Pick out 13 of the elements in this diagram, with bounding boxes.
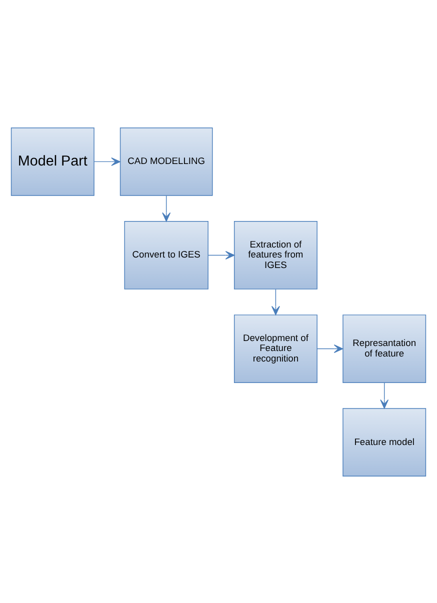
node-box: Feature model xyxy=(342,408,426,476)
node-box: Development of Feature recognition xyxy=(234,314,318,382)
node-box: Represantation of feature xyxy=(342,314,426,382)
arrow xyxy=(380,382,389,408)
node-box: Convert to IGES xyxy=(124,220,208,289)
node-box: Extraction of features from IGES xyxy=(234,220,318,289)
node-box: Model Part xyxy=(10,127,94,196)
arrow xyxy=(208,250,235,259)
arrow xyxy=(94,156,120,166)
arrow xyxy=(271,288,280,315)
arrow xyxy=(316,344,344,353)
arrow xyxy=(162,194,171,222)
node-box: CAD MODELLING xyxy=(120,127,213,196)
